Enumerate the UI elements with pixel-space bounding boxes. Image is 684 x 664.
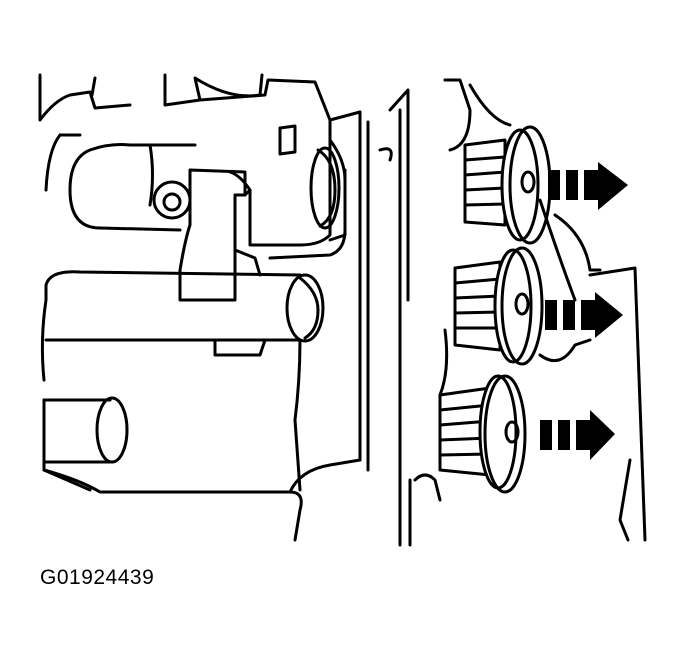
- control-bracket: [163, 73, 347, 247]
- plug-3: [438, 374, 527, 494]
- removal-arrow-1: [548, 162, 628, 210]
- cover-plate: [388, 78, 647, 547]
- lower-bore: [42, 338, 302, 492]
- lower-cylinder: [44, 270, 325, 357]
- plug-1: [463, 125, 552, 245]
- plug-2: [453, 246, 544, 366]
- removal-arrow-2: [545, 292, 623, 338]
- transmission-valve-body-illustration: [38, 73, 647, 547]
- valve-body-housing: [38, 73, 393, 542]
- figure-caption: G01924439: [40, 566, 155, 589]
- selector-shaft: [68, 143, 262, 302]
- removal-arrow-3: [540, 410, 615, 460]
